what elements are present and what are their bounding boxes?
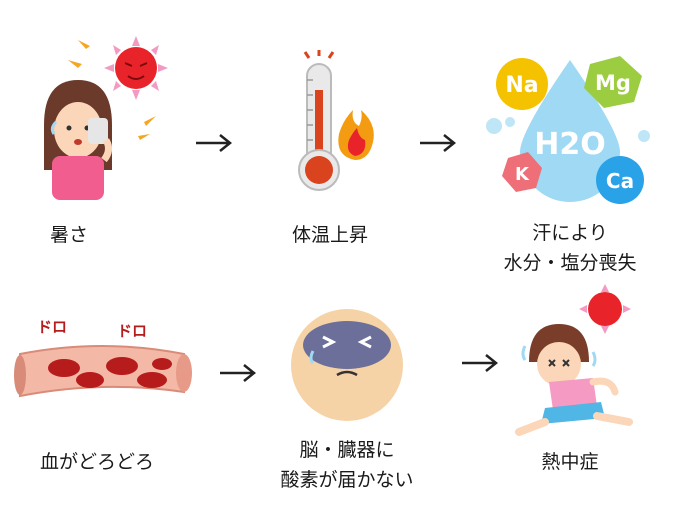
sun-icon (104, 36, 168, 100)
sun-icon-small (579, 284, 631, 334)
thermometer-icon (298, 50, 340, 191)
calcium-badge: Ca (596, 156, 644, 204)
doro-text-1: ドロ (37, 318, 67, 336)
label-thick-blood: 血がどろどろ (39, 451, 154, 473)
svg-text:Na: Na (505, 73, 538, 98)
flame-icon (338, 110, 374, 160)
water-drop-icon: H2O (520, 60, 620, 202)
label-sweat-line2: 水分・塩分喪失 (503, 252, 637, 274)
brain-illustration (291, 309, 403, 421)
heat-illustration (44, 36, 168, 200)
arrow-right-2 (420, 134, 457, 152)
woman-icon (44, 80, 113, 200)
label-brain-line1: 脳・臓器に (299, 439, 395, 461)
svg-text:K: K (515, 164, 530, 185)
minerals-illustration: H2O Na Mg K Ca (486, 56, 650, 204)
doro-text-2: ドロ (117, 322, 147, 340)
arrow-right-3 (220, 364, 257, 382)
label-body-temp-rise: 体温上昇 (291, 224, 368, 246)
thermometer-illustration (298, 50, 374, 191)
blood-vessel-icon (14, 345, 192, 398)
collapsed-girl-icon (515, 324, 633, 436)
bubbles (486, 117, 650, 142)
water-formula: H2O (534, 127, 605, 162)
svg-text:Mg: Mg (595, 71, 631, 95)
arrow-right-4 (462, 354, 499, 372)
potassium-badge: K (502, 152, 542, 192)
label-oxygen-shortage: 脳・臓器に 酸素が届かない (262, 435, 432, 495)
label-heatstroke: 熱中症 (541, 451, 599, 473)
label-sweat-line1: 汗により (532, 222, 608, 244)
blood-vessel-illustration: ドロ ドロ (14, 318, 192, 398)
arrow-right-1 (196, 134, 233, 152)
magnesium-badge: Mg (584, 56, 642, 108)
face-icon (291, 309, 403, 421)
label-heat: 暑さ (49, 224, 88, 246)
label-brain-line2: 酸素が届かない (280, 469, 414, 491)
sodium-badge: Na (496, 58, 548, 110)
label-sweat-loss: 汗により 水分・塩分喪失 (485, 218, 655, 278)
heatstroke-illustration (515, 284, 633, 436)
svg-text:Ca: Ca (606, 169, 634, 193)
